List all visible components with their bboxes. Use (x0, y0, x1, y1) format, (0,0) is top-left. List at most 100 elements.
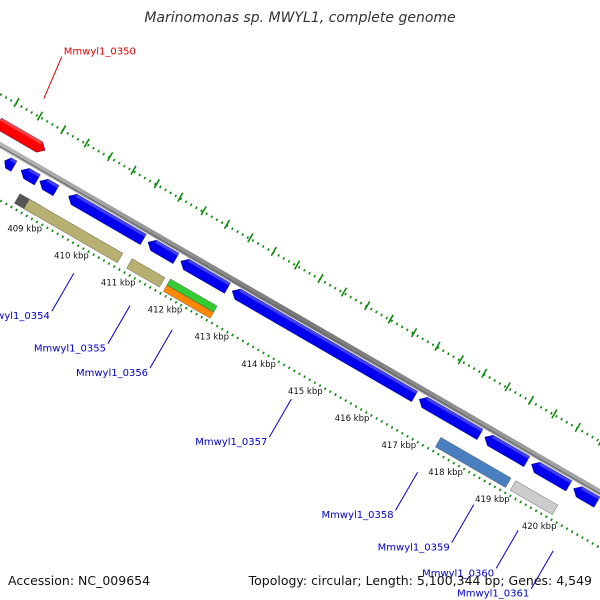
gene-label-Mmwyl1_0359[interactable]: Mmwyl1_0359 (378, 543, 450, 554)
gene-label-Mmwyl1_0358[interactable]: Mmwyl1_0358 (322, 510, 394, 521)
track-dot (380, 313, 383, 317)
track-dot (333, 286, 337, 290)
track-dot (585, 432, 589, 436)
track-dot (256, 242, 260, 245)
track-dot (92, 253, 95, 257)
track-dot (195, 312, 198, 316)
track-dot (437, 452, 440, 456)
track-dot (354, 298, 358, 302)
gene-arrow-unlabeled-0-shine (9, 157, 18, 164)
gene-label-Mmwyl1_0357[interactable]: Mmwyl1_0357 (195, 437, 267, 448)
gene-arrow-Mmwyl1_0350 (0, 117, 46, 153)
gene-label-Mmwyl1_0360[interactable]: Mmwyl1_0360 (422, 568, 494, 579)
track-tick (83, 138, 90, 148)
kbp-label: 417 kbp (382, 441, 417, 451)
track-dot (303, 375, 306, 379)
track-dot (354, 405, 358, 409)
track-dot (359, 301, 363, 305)
track-dot (452, 355, 455, 359)
track-dot (297, 265, 301, 269)
track-dot (118, 268, 121, 272)
track-dot (169, 297, 173, 301)
gene-label-Mmwyl1_0350[interactable]: Mmwyl1_0350 (64, 47, 136, 58)
track-dot (591, 435, 594, 439)
track-tick (270, 246, 277, 257)
label-leader (43, 56, 63, 99)
track-dot (416, 334, 419, 338)
track-dot (472, 367, 476, 371)
track-dot (282, 256, 286, 260)
track-dot (45, 119, 49, 123)
track-dot (580, 429, 584, 433)
gene-arrow-Mmwyl1_0355 (147, 240, 180, 264)
track-dot (220, 327, 224, 331)
backbone-line (0, 141, 600, 496)
kbp-label: 416 kbp (335, 414, 370, 424)
track-dot (586, 539, 589, 543)
track-dot (287, 259, 291, 263)
track-dot (154, 288, 157, 292)
track-dot (509, 494, 512, 498)
track-dot (493, 485, 497, 489)
track-dot (107, 262, 111, 266)
track-dot (380, 419, 384, 423)
gene-arrow-Mmwyl1_0350-shine (0, 117, 43, 145)
track-tick (387, 314, 394, 324)
track-dot (442, 455, 445, 459)
track-dot (112, 158, 116, 162)
track-dot (267, 354, 270, 358)
track-dot (555, 414, 558, 418)
gene-arrow-Mmwyl1_0360 (531, 462, 573, 492)
track-dot (46, 226, 49, 230)
track-dot (385, 316, 389, 320)
track-dot (66, 131, 70, 135)
feature-bar (163, 284, 214, 319)
track-dot (400, 431, 404, 435)
track-tick (504, 382, 511, 392)
track-dot (385, 422, 389, 426)
gene-label-Mmwyl1_0361[interactable]: Mmwyl1_0361 (457, 589, 529, 600)
track-dot (215, 218, 219, 222)
kbp-label: 411 kbp (101, 279, 136, 289)
track-dot (411, 437, 414, 441)
track-dot (50, 122, 54, 126)
track-dot (493, 379, 497, 383)
track-tick (36, 111, 44, 121)
map-title: Marinomonas sp. MWYL1, complete genome (144, 10, 455, 26)
track-dot (405, 328, 409, 332)
track-tick (317, 273, 324, 284)
track-dot (519, 500, 522, 504)
track-dot (549, 411, 553, 415)
gene-arrow-Mmwyl1_0361-shine (580, 486, 600, 500)
gene-label-Mmwyl1_0356[interactable]: Mmwyl1_0356 (76, 368, 148, 379)
track-dot (364, 410, 368, 414)
track-dot (231, 333, 234, 337)
track-dot (241, 339, 245, 343)
track-dot (441, 349, 445, 353)
track-dot (0, 93, 3, 97)
track-tick (200, 206, 207, 216)
track-dot (210, 321, 214, 325)
track-dot (81, 140, 85, 144)
kbp-label: 419 kbp (475, 495, 510, 505)
track-dot (179, 197, 183, 201)
track-dot (20, 105, 23, 108)
track-tick (293, 260, 301, 270)
track-dot (570, 530, 574, 534)
track-dot (86, 143, 90, 147)
genome-backbone (0, 141, 600, 496)
gene-label-Mmwyl1_0355[interactable]: Mmwyl1_0355 (34, 344, 106, 355)
track-dot (133, 170, 136, 174)
gene-arrow-Mmwyl1_0357 (231, 288, 418, 402)
track-dot (61, 235, 65, 239)
gene-label-Mmwyl1_0354[interactable]: Mmwyl1_0354 (0, 311, 50, 322)
track-dot (313, 381, 317, 385)
track-dot (128, 167, 131, 171)
gene-arrow-Mmwyl1_0355-shine (155, 240, 180, 256)
track-dot (179, 303, 183, 307)
track-dot (524, 503, 528, 507)
track-dot (488, 376, 491, 380)
track-dot (15, 208, 18, 212)
track-dot (256, 348, 260, 352)
